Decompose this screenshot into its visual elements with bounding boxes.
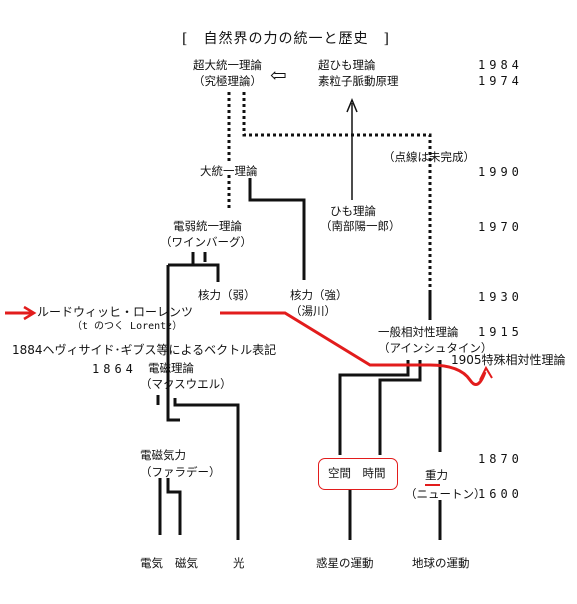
- node-superstring: 超ひも理論: [318, 58, 376, 72]
- node-weak-force: 核力（弱）: [198, 288, 256, 302]
- node-ultimate: （究極理論）: [193, 74, 262, 88]
- node-vibration: 素粒子脈動原理: [318, 74, 399, 88]
- year-1600: 1600: [478, 487, 523, 501]
- page-title: [ 自然界の力の統一と歴史 ]: [182, 31, 390, 47]
- node-light: 光: [233, 556, 245, 570]
- dotted-right-path: [242, 92, 432, 290]
- node-weinberg: （ワインバーグ）: [160, 235, 252, 249]
- em-to-light: [173, 398, 240, 540]
- node-general-relativity: 一般相対性理論: [378, 325, 459, 339]
- node-earth-motion: 地球の運動: [412, 556, 470, 570]
- node-yukawa: （湯川）: [290, 304, 336, 318]
- dotted-lines: [227, 92, 432, 290]
- space-time-box: [318, 458, 398, 490]
- node-electricity: 電気: [140, 556, 163, 570]
- year-1984: 1984: [478, 58, 523, 72]
- node-string-theory: ひも理論: [330, 204, 376, 218]
- ew-to-weak: [191, 252, 220, 282]
- ew-to-em-left: [166, 265, 180, 422]
- red-annotations: [5, 305, 493, 486]
- annotation-special-relativity: 1905特殊相対性理論: [451, 353, 566, 367]
- gr-to-space: [338, 360, 410, 455]
- node-planet-motion: 惑星の運動: [316, 556, 374, 570]
- lorentz-arrow-head: [23, 305, 37, 321]
- node-faraday: （ファラデー）: [140, 465, 221, 479]
- special-relativity-head: [479, 365, 493, 381]
- emf-right-stem: [166, 478, 182, 535]
- string-arrow-head: [346, 98, 358, 113]
- node-electromagnetism: 電磁理論: [148, 361, 194, 375]
- year-1864: 1864: [92, 362, 137, 376]
- node-electroweak: 電弱統一理論: [173, 219, 242, 233]
- node-strong-force: 核力（強）: [290, 288, 348, 302]
- node-maxwell: （マクスウエル）: [140, 377, 232, 391]
- node-gravity: 重力: [425, 468, 448, 482]
- annotation-lorentz: ルードウィッヒ・ローレンツ: [37, 305, 194, 319]
- left-arrow-icon: ⇦: [270, 63, 287, 87]
- year-1990: 1990: [478, 165, 523, 179]
- year-1974: 1974: [478, 74, 523, 88]
- node-nambu: （南部陽一郎）: [320, 219, 401, 233]
- dotted-note: （点線は未完成）: [383, 150, 475, 164]
- special-relativity-curve: [220, 311, 487, 386]
- year-1915: 1915: [478, 325, 523, 339]
- annotation-heaviside: 1884ヘヴィサイド･ギブス等によるベクトル表記: [12, 343, 277, 357]
- node-gut: 大統一理論: [200, 164, 258, 178]
- year-1930: 1930: [478, 290, 523, 304]
- node-em-force: 電磁気力: [140, 448, 186, 462]
- node-magnetism: 磁気: [175, 556, 198, 570]
- year-1970: 1970: [478, 220, 523, 234]
- node-super-grand: 超大統一理論: [193, 58, 262, 72]
- gut-to-strong: [248, 178, 306, 280]
- annotation-lorentz-note: （t のつく Lorentz）: [72, 321, 183, 332]
- gr-to-time: [378, 360, 422, 455]
- node-einstein: （アインシュタイン）: [378, 341, 493, 355]
- node-newton: （ニュートン）: [405, 487, 486, 501]
- year-1870: 1870: [478, 452, 523, 466]
- node-space-time: 空間 時間: [328, 466, 386, 480]
